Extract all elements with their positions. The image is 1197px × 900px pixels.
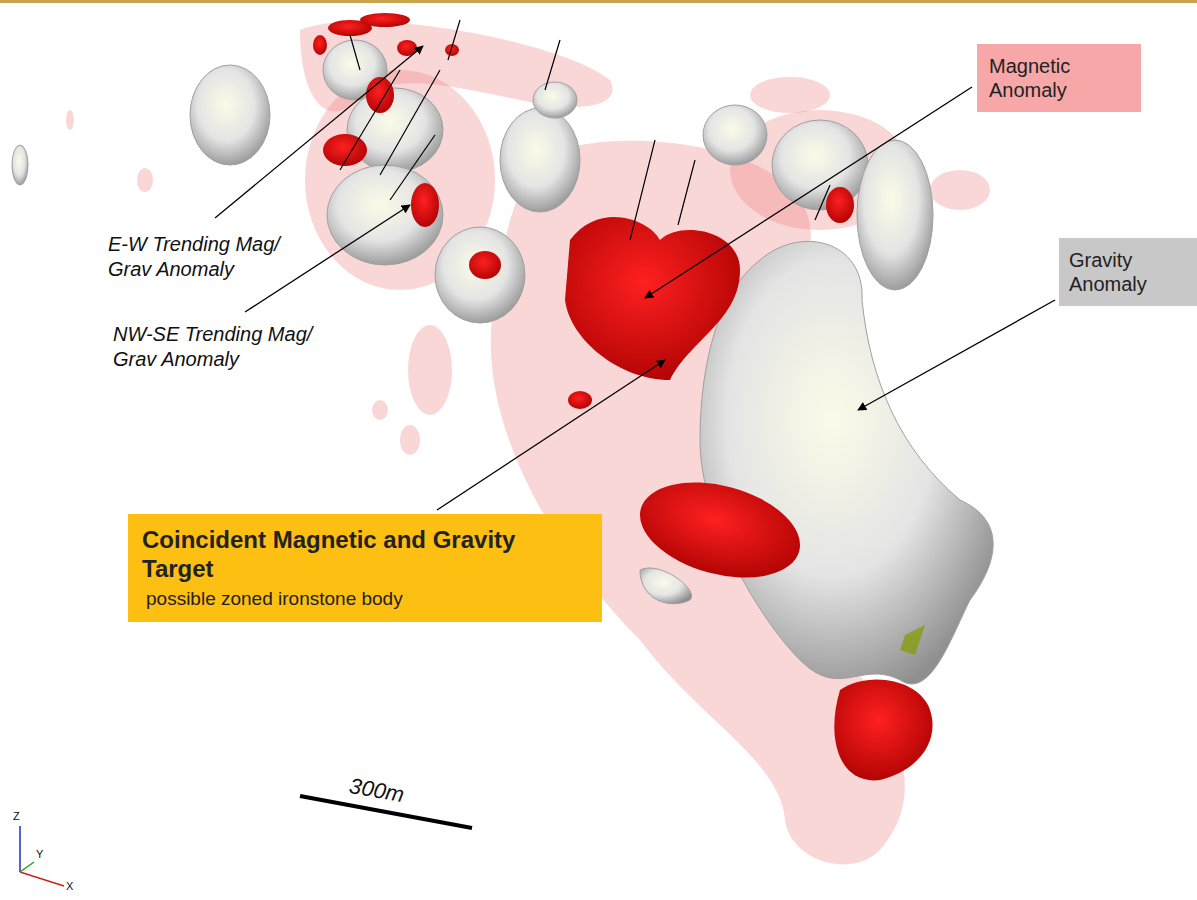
box-heading: Gravity Anomaly bbox=[1069, 248, 1187, 296]
anomaly-label-box: Gravity Anomaly bbox=[1059, 238, 1197, 306]
box-heading: Coincident Magnetic and Gravity Target bbox=[142, 526, 588, 584]
trend-label: NW-SE Trending Mag/ Grav Anomaly bbox=[113, 322, 343, 372]
axis-label: Z bbox=[13, 810, 27, 824]
axis-label: X bbox=[66, 880, 80, 894]
anomaly-label-box: Magnetic Anomaly bbox=[977, 44, 1141, 112]
axis-label: Y bbox=[36, 848, 50, 862]
box-body: possible zoned ironstone body bbox=[142, 588, 588, 611]
trend-label: E-W Trending Mag/ Grav Anomaly bbox=[108, 232, 313, 282]
box-heading: Magnetic Anomaly bbox=[989, 54, 1129, 102]
target-callout-box: Coincident Magnetic and Gravity Target po… bbox=[128, 514, 602, 622]
